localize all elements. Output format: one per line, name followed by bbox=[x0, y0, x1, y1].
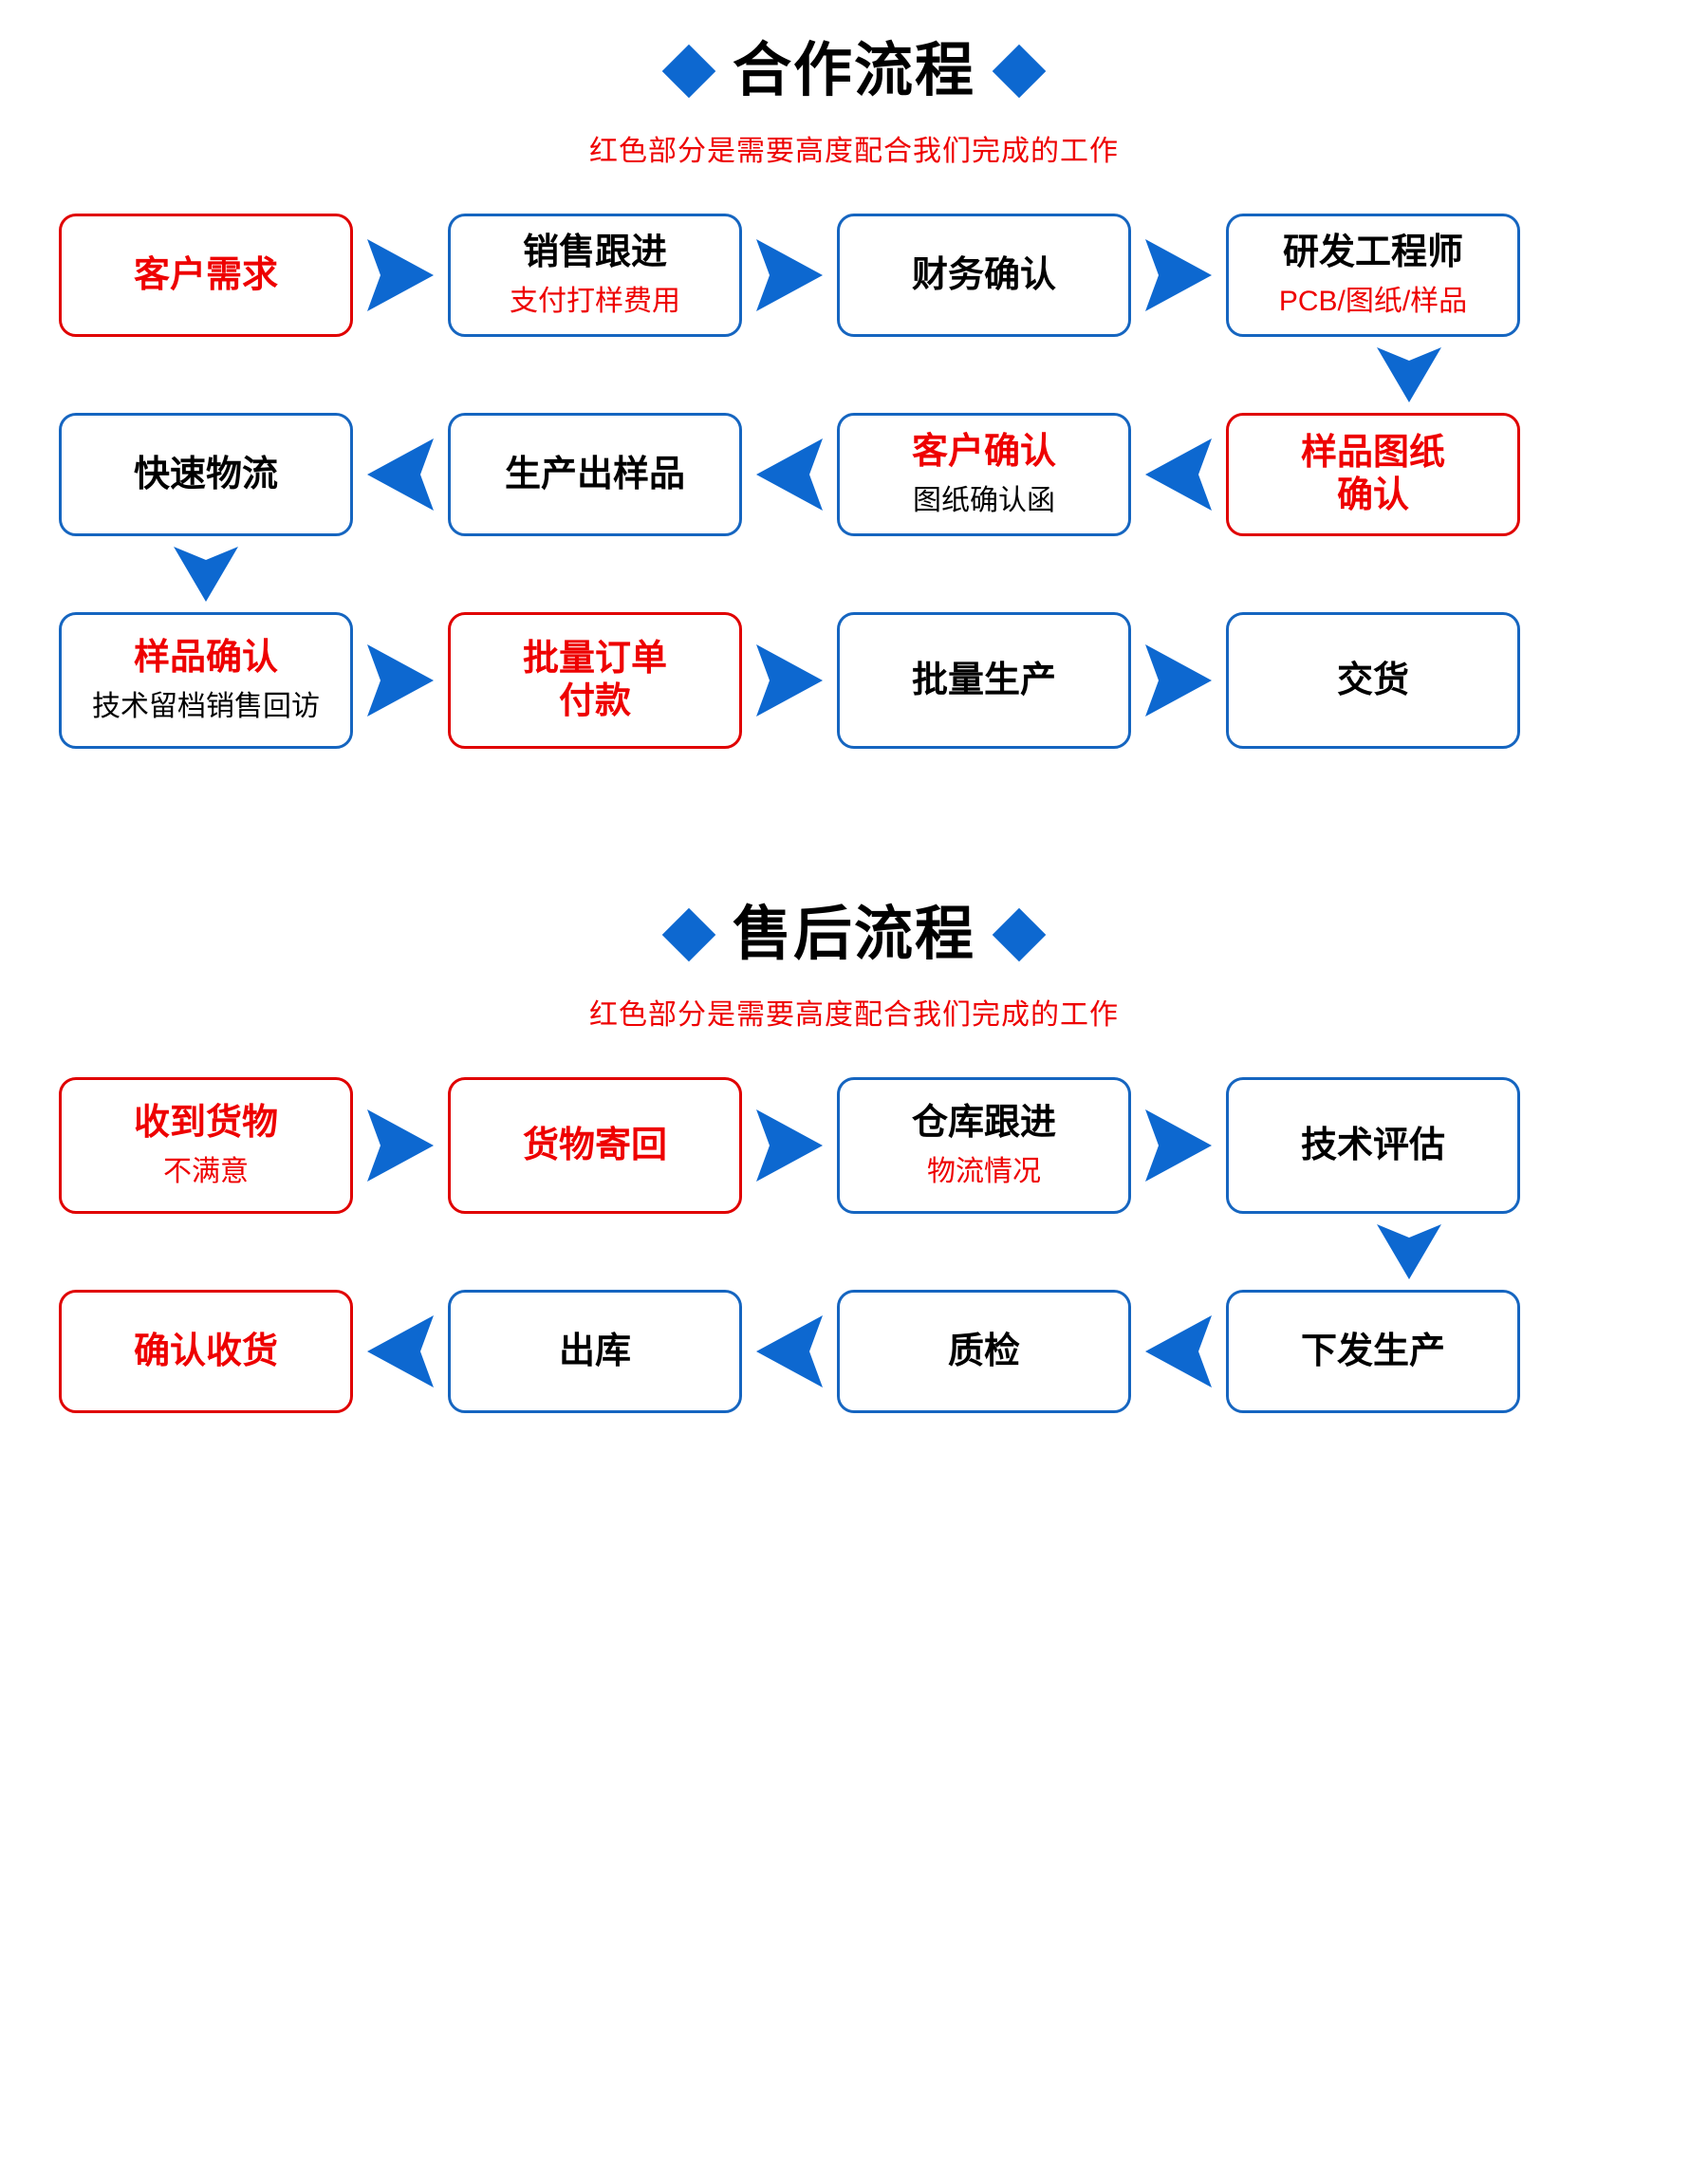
flow-node-title: 确认收货 bbox=[133, 1331, 278, 1371]
flow-node-title: 收到货物 bbox=[133, 1102, 278, 1143]
arrow-right-icon bbox=[1131, 214, 1226, 337]
flow-node-customer-confirm[interactable]: 客户确认 图纸确认函 bbox=[837, 413, 1131, 536]
flow-node-issue-production[interactable]: 下发生产 bbox=[1226, 1290, 1520, 1413]
arrow-left-icon bbox=[742, 413, 837, 536]
flow-node-goods-sent-back[interactable]: 货物寄回 bbox=[448, 1077, 742, 1214]
arrow-right-glyph bbox=[367, 1109, 434, 1182]
flow-node-goods-received[interactable]: 收到货物 不满意 bbox=[59, 1077, 353, 1214]
flow-node-warehouse-followup[interactable]: 仓库跟进 物流情况 bbox=[837, 1077, 1131, 1214]
section-subtitle-cooperation: 红色部分是需要高度配合我们完成的工作 bbox=[589, 136, 1119, 167]
flow-node-title: 生产出样品 bbox=[504, 454, 685, 494]
arrow-left-icon bbox=[742, 1290, 837, 1413]
flow-node-title: 批量生产 bbox=[911, 660, 1056, 700]
arrow-right-glyph bbox=[1145, 239, 1212, 311]
flow-node-title: 交货 bbox=[1336, 660, 1409, 700]
flow-node-bulk-production[interactable]: 批量生产 bbox=[837, 612, 1131, 749]
flow-node-subtitle: 不满意 bbox=[163, 1156, 249, 1188]
diamond-bullet-icon-left bbox=[661, 907, 716, 962]
arrow-right-glyph bbox=[1145, 1109, 1212, 1182]
flow-node-subtitle: PCB/图纸/样品 bbox=[1278, 286, 1468, 318]
section-title-text: 合作流程 bbox=[732, 38, 975, 103]
section-subtitle-after-sales: 红色部分是需要高度配合我们完成的工作 bbox=[589, 999, 1119, 1031]
arrow-down-icon bbox=[174, 547, 238, 602]
flow-node-title: 批量订单 付款 bbox=[522, 639, 667, 721]
flow-node-title: 仓库跟进 bbox=[911, 1102, 1056, 1143]
flow-node-sample-drawing-confirm[interactable]: 样品图纸 确认 bbox=[1226, 413, 1520, 536]
flow-node-title: 下发生产 bbox=[1300, 1331, 1445, 1371]
flow-node-title: 快速物流 bbox=[133, 454, 278, 494]
after-sales-flow-section: 售后流程 红色部分是需要高度配合我们完成的工作 收到货物 不满意 货物寄回 仓库… bbox=[0, 749, 1708, 1413]
flow-row: 确认收货 出库 质检 下发生产 bbox=[0, 1290, 1708, 1413]
arrow-left-icon bbox=[1131, 413, 1226, 536]
arrow-right-glyph bbox=[367, 644, 434, 717]
arrow-left-glyph bbox=[1145, 438, 1212, 511]
section-title-cooperation: 合作流程 bbox=[0, 42, 1708, 101]
flow-node-customer-demand[interactable]: 客户需求 bbox=[59, 214, 353, 337]
flow-node-bulk-order-payment[interactable]: 批量订单 付款 bbox=[448, 612, 742, 749]
arrow-right-glyph bbox=[756, 239, 823, 311]
flow-node-confirm-receipt[interactable]: 确认收货 bbox=[59, 1290, 353, 1413]
flow-row: 收到货物 不满意 货物寄回 仓库跟进 物流情况 技术评估 bbox=[0, 1077, 1708, 1214]
flow-node-title: 客户确认 bbox=[911, 431, 1056, 472]
arrow-left-icon bbox=[353, 1290, 448, 1413]
diamond-bullet-icon-right bbox=[992, 44, 1047, 99]
arrow-left-icon bbox=[1131, 1290, 1226, 1413]
arrow-right-icon bbox=[742, 1077, 837, 1214]
cooperation-flow-section: 合作流程 红色部分是需要高度配合我们完成的工作 客户需求 销售跟进 支付打样费用… bbox=[0, 0, 1708, 749]
flow-row: 客户需求 销售跟进 支付打样费用 财务确认 研发工程师 PCB/图纸/样品 bbox=[0, 214, 1708, 337]
section-title-after-sales: 售后流程 bbox=[0, 905, 1708, 964]
flow-node-fast-logistics[interactable]: 快速物流 bbox=[59, 413, 353, 536]
arrow-down-connector-right bbox=[0, 337, 1708, 413]
arrow-down-icon bbox=[1377, 1224, 1441, 1279]
flow-node-title: 销售跟进 bbox=[522, 232, 667, 272]
flow-node-title: 客户需求 bbox=[133, 254, 278, 295]
flow-node-finance-confirm[interactable]: 财务确认 bbox=[837, 214, 1131, 337]
flow-node-title: 出库 bbox=[558, 1331, 631, 1371]
flow-row: 快速物流 生产出样品 客户确认 图纸确认函 样品图纸 确认 bbox=[0, 413, 1708, 536]
arrow-down-icon bbox=[1377, 347, 1441, 402]
flow-node-outbound[interactable]: 出库 bbox=[448, 1290, 742, 1413]
arrow-left-glyph bbox=[1145, 1315, 1212, 1388]
arrow-right-glyph bbox=[756, 644, 823, 717]
arrow-down-connector-right bbox=[0, 1214, 1708, 1290]
arrow-right-icon bbox=[353, 214, 448, 337]
arrow-right-icon bbox=[1131, 612, 1226, 749]
arrow-right-glyph bbox=[367, 239, 434, 311]
flow-node-technical-evaluation[interactable]: 技术评估 bbox=[1226, 1077, 1520, 1214]
arrow-right-icon bbox=[742, 214, 837, 337]
arrow-left-icon bbox=[353, 413, 448, 536]
arrow-left-glyph bbox=[367, 438, 434, 511]
flow-node-rd-engineer[interactable]: 研发工程师 PCB/图纸/样品 bbox=[1226, 214, 1520, 337]
flow-node-delivery[interactable]: 交货 bbox=[1226, 612, 1520, 749]
flow-node-sample-confirm[interactable]: 样品确认 技术留档销售回访 bbox=[59, 612, 353, 749]
flow-node-subtitle: 图纸确认函 bbox=[913, 485, 1055, 517]
arrow-left-glyph bbox=[756, 438, 823, 511]
flow-node-title: 技术评估 bbox=[1300, 1125, 1445, 1165]
flow-node-subtitle: 支付打样费用 bbox=[510, 286, 680, 318]
flow-node-produce-sample[interactable]: 生产出样品 bbox=[448, 413, 742, 536]
flow-node-quality-inspection[interactable]: 质检 bbox=[837, 1290, 1131, 1413]
flow-node-title: 样品确认 bbox=[133, 637, 278, 678]
arrow-right-glyph bbox=[756, 1109, 823, 1182]
flow-node-subtitle: 物流情况 bbox=[927, 1156, 1041, 1188]
flow-node-title: 研发工程师 bbox=[1282, 232, 1463, 272]
flow-node-title: 财务确认 bbox=[911, 254, 1056, 295]
flow-node-subtitle: 技术留档销售回访 bbox=[92, 691, 320, 723]
arrow-right-icon bbox=[353, 612, 448, 749]
arrow-right-icon bbox=[353, 1077, 448, 1214]
flow-node-title: 质检 bbox=[947, 1331, 1020, 1371]
diamond-bullet-icon-left bbox=[661, 44, 716, 99]
arrow-right-icon bbox=[742, 612, 837, 749]
flow-node-title: 货物寄回 bbox=[522, 1125, 667, 1165]
flow-node-sales-followup[interactable]: 销售跟进 支付打样费用 bbox=[448, 214, 742, 337]
section-title-text: 售后流程 bbox=[732, 902, 975, 967]
arrow-right-icon bbox=[1131, 1077, 1226, 1214]
flow-row: 样品确认 技术留档销售回访 批量订单 付款 批量生产 交货 bbox=[0, 612, 1708, 749]
arrow-down-connector-left bbox=[0, 536, 1708, 612]
arrow-left-glyph bbox=[756, 1315, 823, 1388]
flow-node-title: 样品图纸 确认 bbox=[1300, 433, 1445, 515]
arrow-right-glyph bbox=[1145, 644, 1212, 717]
arrow-left-glyph bbox=[367, 1315, 434, 1388]
diamond-bullet-icon-right bbox=[992, 907, 1047, 962]
